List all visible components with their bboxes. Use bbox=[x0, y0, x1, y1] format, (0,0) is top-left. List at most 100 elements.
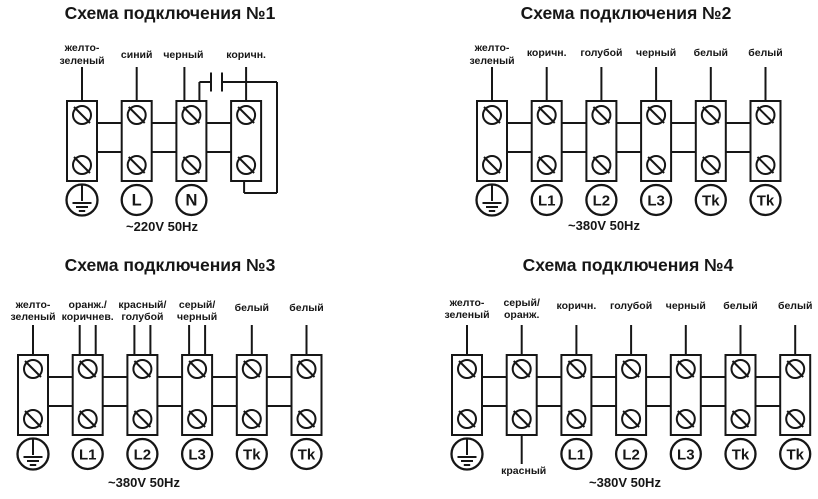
designation-circle bbox=[175, 183, 208, 217]
wire-color-label: коричн. bbox=[557, 300, 597, 312]
ground-terminal-icon bbox=[450, 437, 484, 471]
screw-terminal-icon bbox=[187, 359, 208, 379]
wire-color-label: желто- bbox=[449, 297, 485, 309]
screw-slot bbox=[537, 106, 556, 124]
wire-color-label: черный bbox=[636, 47, 676, 59]
terminal-2: оранж./коричнев.L1 bbox=[62, 299, 128, 471]
screw-terminal-icon bbox=[181, 105, 202, 125]
designation-circle bbox=[290, 437, 323, 471]
screw-terminal-icon bbox=[591, 155, 612, 175]
screw-terminal-icon bbox=[646, 155, 667, 175]
screw-terminal-icon bbox=[77, 409, 98, 429]
screw-terminal-icon bbox=[77, 359, 98, 379]
diagram-title: Схема подключения №4 bbox=[523, 255, 734, 275]
wire-color-label: белый bbox=[235, 302, 269, 314]
terminal-letter: Tk bbox=[732, 447, 750, 464]
screw-slot bbox=[24, 360, 42, 378]
screw-terminal-icon bbox=[700, 155, 721, 175]
ground-terminal-icon bbox=[475, 183, 509, 217]
wire-color-label: оранж./ bbox=[69, 299, 107, 311]
screw-slot bbox=[592, 156, 611, 174]
terminal-designation: N bbox=[175, 183, 208, 217]
wire-color-label: голубой bbox=[610, 300, 652, 312]
designation-circle bbox=[120, 183, 153, 217]
designation-circle bbox=[779, 437, 812, 471]
terminal-letter: Tk bbox=[786, 447, 804, 464]
screw-slot bbox=[297, 360, 316, 378]
screw-terminal-icon bbox=[126, 105, 147, 125]
screw-slot bbox=[182, 106, 201, 124]
screw-terminal-icon bbox=[236, 105, 257, 125]
terminal-designation: L3 bbox=[639, 183, 673, 217]
terminal-letter: L1 bbox=[568, 447, 586, 464]
wire-color-label: белый bbox=[723, 300, 757, 312]
screw-terminal-icon bbox=[457, 409, 477, 429]
screw-terminal-icon bbox=[132, 409, 153, 429]
screw-terminal-icon bbox=[675, 409, 696, 429]
designation-circle bbox=[71, 437, 104, 471]
screw-terminal-icon bbox=[457, 359, 477, 379]
screw-slot bbox=[188, 360, 206, 378]
wire-color-label: коричнев. bbox=[62, 311, 114, 323]
screw-terminal-icon bbox=[72, 155, 92, 175]
screw-terminal-icon bbox=[236, 155, 257, 175]
voltage-label: ~380V 50Hz bbox=[568, 218, 640, 233]
terminal-designation: L3 bbox=[669, 437, 702, 471]
screw-slot bbox=[458, 360, 476, 378]
capacitor-circuit bbox=[198, 72, 278, 194]
terminal-1: желто-зеленый bbox=[10, 299, 73, 471]
designation-circle bbox=[614, 437, 648, 471]
screw-terminal-icon bbox=[700, 105, 721, 125]
terminal-designation: Tk bbox=[779, 437, 812, 471]
wire-color-label: черный bbox=[163, 49, 203, 61]
screw-terminal-icon bbox=[675, 359, 696, 379]
screw-terminal-icon bbox=[536, 155, 557, 175]
diagram-schema-3: Схема подключения №3 желто-зеленыйоранж./… bbox=[10, 255, 323, 490]
wire-color-label: желто- bbox=[64, 42, 100, 54]
wire-color-label: оранж. bbox=[504, 309, 539, 321]
ground-terminal-icon bbox=[65, 183, 99, 217]
diagram-title: Схема подключения №3 bbox=[65, 255, 276, 275]
screw-terminal-icon bbox=[591, 105, 612, 125]
screw-slot bbox=[537, 156, 556, 174]
wire-color-label: белый bbox=[694, 47, 728, 59]
terminal-designation: Tk bbox=[724, 437, 757, 471]
wire-color-label: красный bbox=[501, 465, 546, 477]
screw-terminal-icon bbox=[566, 409, 587, 429]
designation-circle bbox=[560, 437, 593, 471]
wire-color-label: коричн. bbox=[226, 49, 266, 61]
voltage-label: ~220V 50Hz bbox=[126, 219, 198, 234]
terminal-letter: N bbox=[185, 192, 197, 210]
screw-slot bbox=[458, 410, 476, 428]
screw-slot bbox=[592, 106, 611, 124]
screw-terminal-icon bbox=[296, 359, 317, 379]
wire-color-label: голубой bbox=[580, 47, 622, 59]
screw-terminal-icon bbox=[23, 359, 43, 379]
screw-terminal-icon bbox=[241, 359, 262, 379]
screw-terminal-icon bbox=[511, 409, 532, 429]
screw-terminal-icon bbox=[621, 409, 642, 429]
wire-color-label: коричн. bbox=[527, 47, 567, 59]
screw-slot bbox=[756, 106, 775, 124]
terminal-1: желто-зеленый bbox=[469, 42, 532, 217]
terminal-1: желто-зеленый bbox=[444, 297, 507, 471]
screw-terminal-icon bbox=[482, 155, 502, 175]
wire-color-label: голубой bbox=[121, 311, 163, 323]
screw-slot bbox=[483, 106, 501, 124]
screw-slot bbox=[702, 156, 720, 174]
designation-circle bbox=[180, 437, 214, 471]
screw-slot bbox=[731, 410, 750, 428]
screw-slot bbox=[73, 156, 91, 174]
diagram-title: Схема подключения №1 bbox=[65, 3, 276, 23]
screw-terminal-icon bbox=[511, 359, 532, 379]
screw-slot bbox=[73, 106, 91, 124]
screw-slot bbox=[133, 360, 152, 378]
